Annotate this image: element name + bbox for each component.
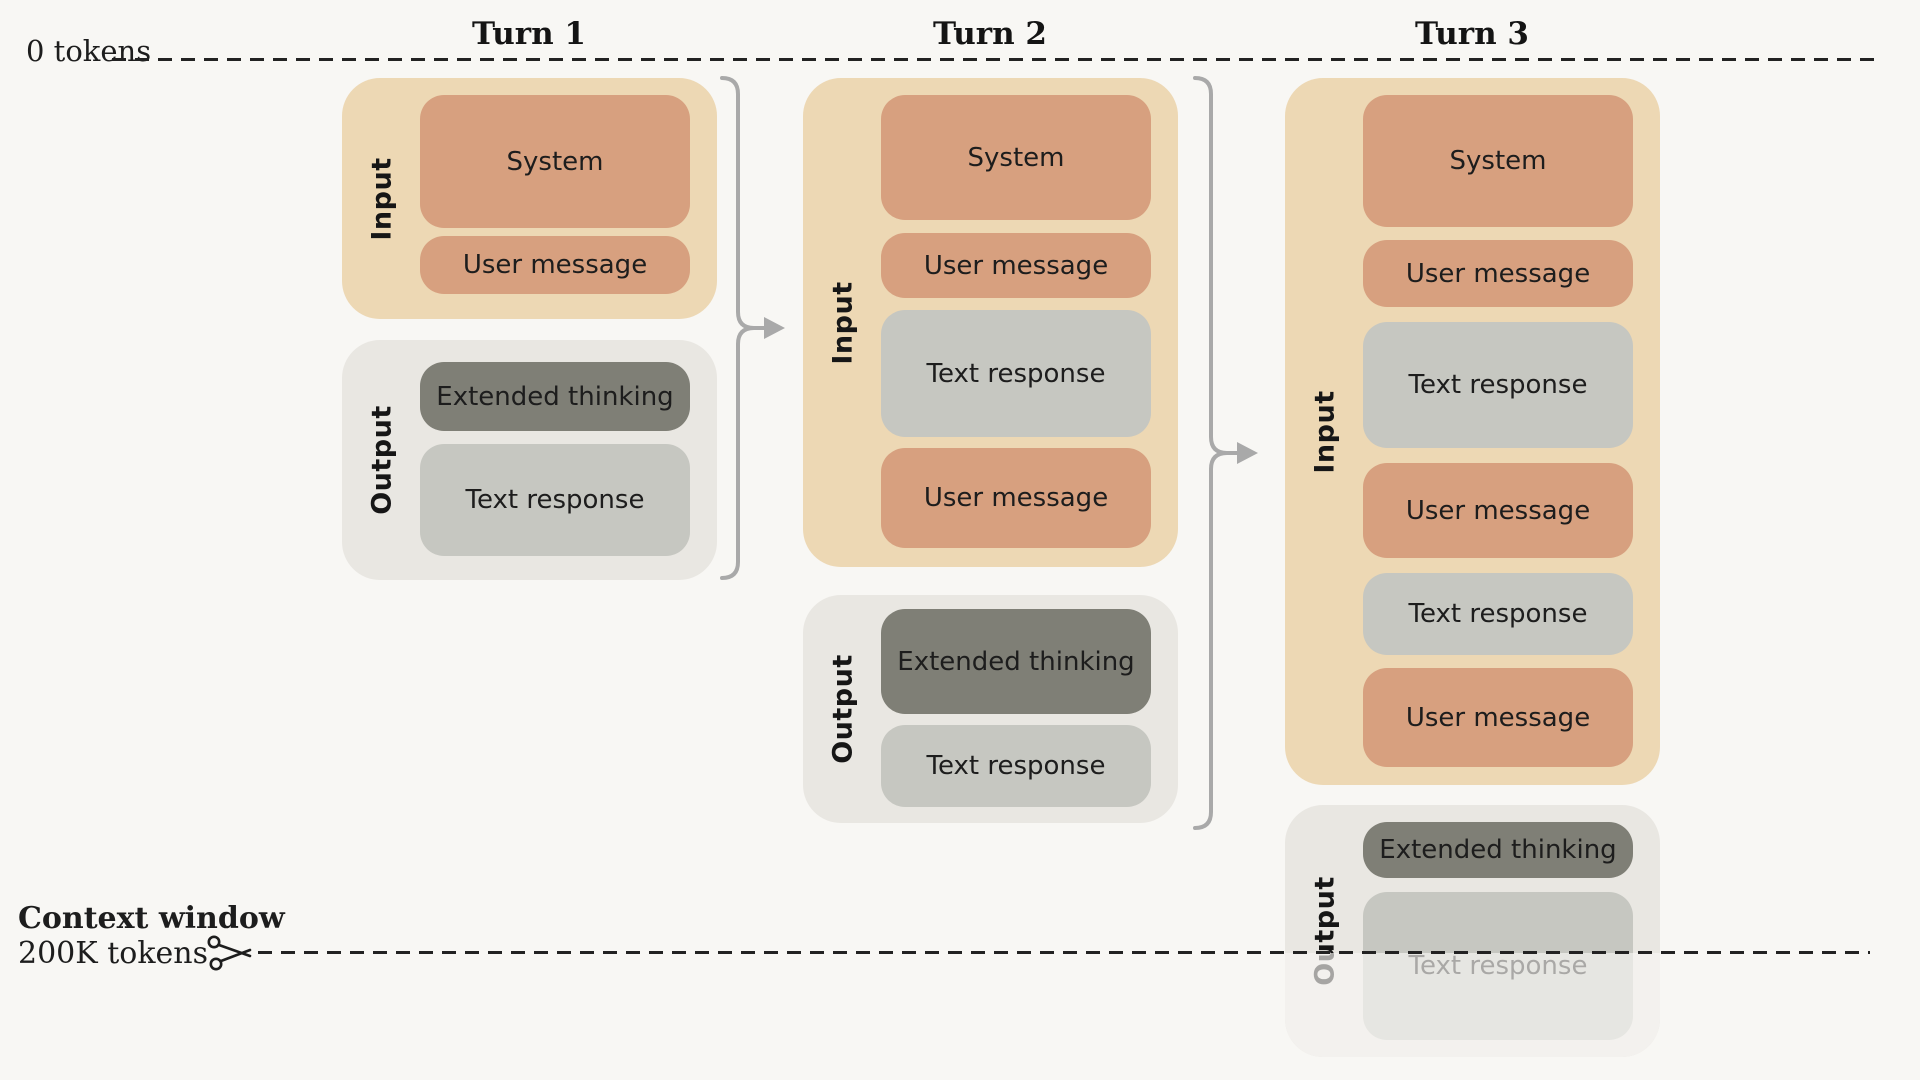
turn1-to-turn2-bracket-arrow [720, 76, 785, 580]
turn1-output-group: Output Extended thinking Text response [342, 340, 717, 580]
user-message-block: User message [1363, 240, 1633, 307]
turn3-input-group: Input System User message Text response … [1285, 78, 1660, 785]
context-window-value: 200K tokens [18, 936, 208, 971]
zero-tokens-dashed-line [112, 58, 1875, 61]
user-message-block: User message [420, 236, 690, 294]
text-response-block: Text response [881, 310, 1151, 437]
turn3-output-group: Output Extended thinking Text response [1285, 805, 1660, 1057]
context-cutoff-fade-overlay [1285, 953, 1660, 1057]
text-response-block: Text response [420, 444, 690, 556]
system-block: System [420, 95, 690, 228]
system-block: System [881, 95, 1151, 220]
extended-thinking-block: Extended thinking [881, 609, 1151, 714]
user-message-block: User message [1363, 668, 1633, 767]
turn-1-title: Turn 1 [472, 16, 586, 52]
output-side-label: Output [827, 654, 859, 764]
turn-2-title: Turn 2 [933, 16, 1047, 52]
input-side-label: Input [1309, 389, 1341, 474]
turn1-input-group: Input System User message [342, 78, 717, 319]
input-side-label: Input [366, 156, 398, 241]
context-window-label: Context window [18, 901, 285, 936]
extended-thinking-block: Extended thinking [420, 362, 690, 431]
text-response-block: Text response [881, 725, 1151, 807]
turn2-input-group: Input System User message Text response … [803, 78, 1178, 567]
text-response-block: Text response [1363, 573, 1633, 655]
scissors-icon [207, 935, 252, 971]
user-message-block: User message [881, 233, 1151, 298]
turn2-output-group: Output Extended thinking Text response [803, 595, 1178, 823]
context-limit-dashed-line [258, 951, 1870, 954]
extended-thinking-block: Extended thinking [1363, 822, 1633, 878]
user-message-block: User message [1363, 463, 1633, 558]
text-response-block: Text response [1363, 322, 1633, 448]
input-side-label: Input [827, 280, 859, 365]
turn-3-title: Turn 3 [1415, 16, 1529, 52]
turn2-to-turn3-bracket-arrow [1193, 76, 1258, 830]
zero-tokens-label: 0 tokens [26, 34, 152, 68]
system-block: System [1363, 95, 1633, 227]
user-message-block: User message [881, 448, 1151, 548]
output-side-label: Output [366, 405, 398, 515]
